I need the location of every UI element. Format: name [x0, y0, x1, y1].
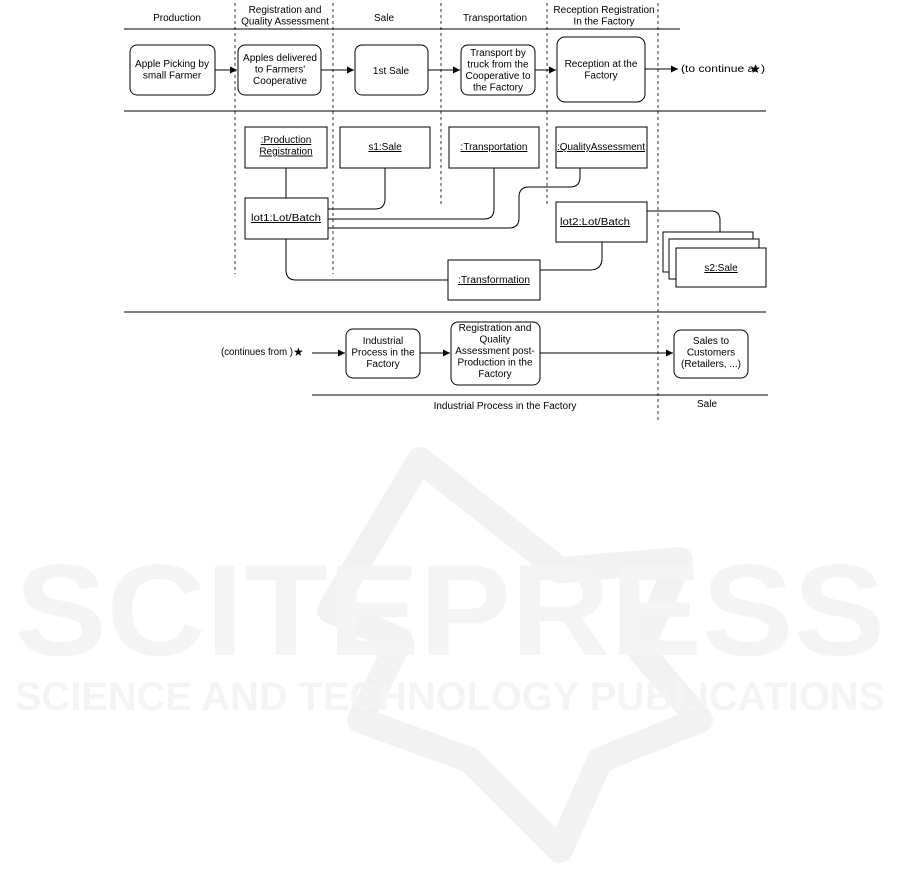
object-s1-sale: s1:Sale	[368, 142, 402, 153]
watermark-shield-shape	[317, 447, 713, 863]
star-icon: ★	[750, 62, 761, 76]
step-box-sales-to-customers	[673, 329, 749, 379]
object-quality-assessment: :QualityAssessment	[557, 142, 645, 153]
watermark: SCITEPRESS SCIENCE AND TECHNOLOGY PUBLIC…	[15, 447, 885, 863]
object-box-transportation	[448, 126, 540, 169]
object-box-quality-assessment	[555, 126, 648, 169]
phase-production: Production	[153, 13, 201, 24]
object-box-transformation	[447, 259, 541, 301]
object-transportation: :Transportation	[461, 142, 528, 153]
object-lot2: lot2:Lot/Batch	[560, 217, 630, 228]
continues-from-note: (continues from )	[221, 347, 293, 358]
footer-sale: Sale	[697, 399, 717, 410]
watermark-brand: SCITEPRESS	[15, 537, 885, 683]
step-first-sale: 1st Sale	[373, 66, 410, 77]
object-box-lot2	[555, 201, 648, 243]
footer-industrial-process: Industrial Process in the Factory	[434, 401, 577, 412]
star-icon-2: ★	[293, 345, 304, 359]
phase-sale: Sale	[374, 13, 394, 24]
object-box-lot1	[244, 197, 329, 240]
watermark-tagline: SCIENCE AND TECHNOLOGY PUBLICATIONS	[15, 675, 885, 719]
continue-note: (to continue at )	[681, 64, 765, 75]
object-s2-sale: s2:Sale	[704, 263, 738, 274]
object-lot1: lot1:Lot/Batch	[251, 213, 321, 224]
phase-transportation: Transportation	[463, 13, 527, 24]
object-box-production-registration	[244, 126, 328, 169]
object-box-s1-sale	[339, 126, 431, 169]
object-transformation: :Transformation	[458, 275, 530, 286]
object-box-s2-sale	[675, 247, 767, 288]
